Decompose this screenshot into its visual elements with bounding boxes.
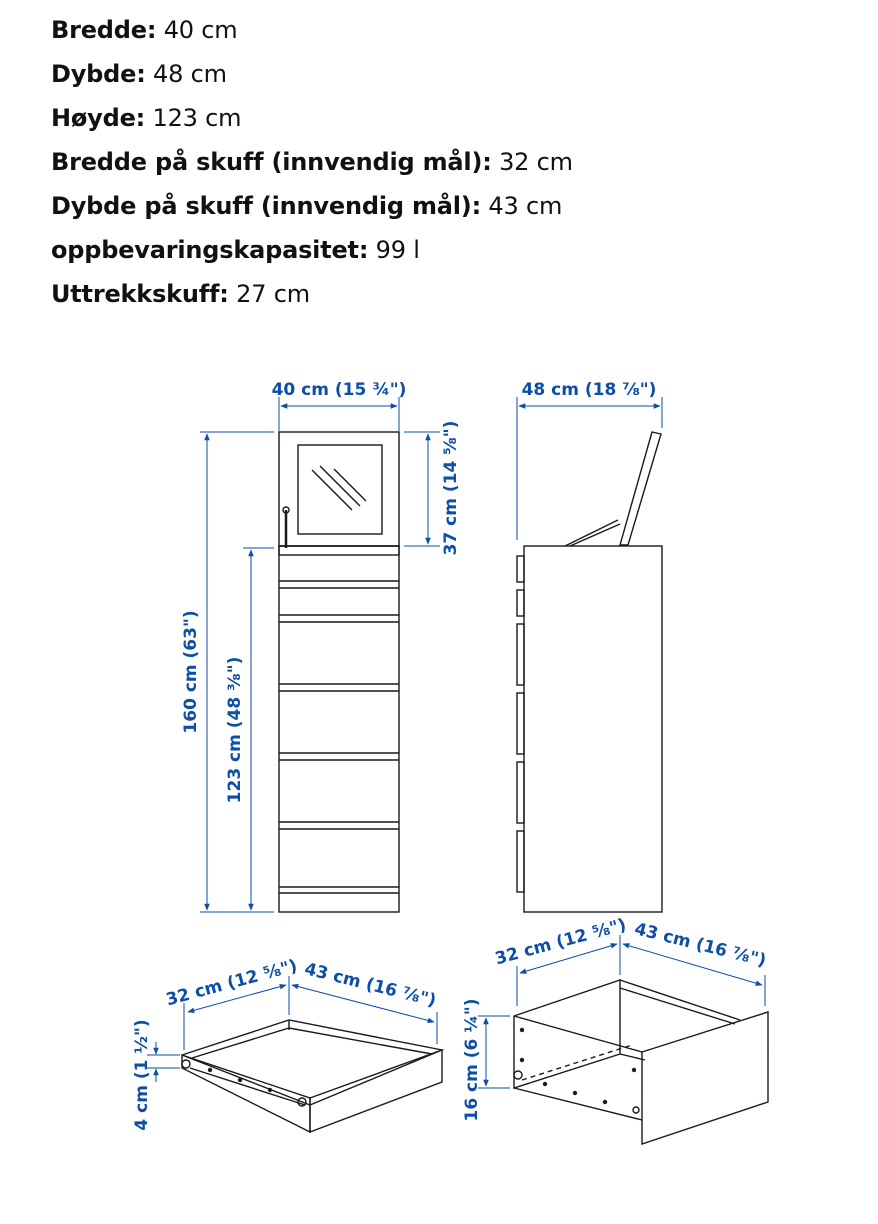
small-drawer	[181, 1019, 445, 1134]
mirror-reflection-2	[319, 465, 361, 507]
large-drawer-dimension-lines	[478, 935, 766, 1089]
spec-drawer-width: Bredde på skuff (innvendig mål): 32 cm	[51, 148, 573, 176]
side-mirror-strut	[564, 519, 619, 547]
total-height-label: 160 cm (63")	[181, 610, 201, 733]
chest-body	[278, 545, 400, 913]
side-drawer-front	[516, 692, 525, 755]
side-drawer-front	[516, 589, 525, 617]
large-drawer-height-label: 16 cm (6 ¼")	[462, 998, 482, 1121]
small-drawer-dimension-lines	[147, 976, 438, 1082]
side-drawer-front	[516, 830, 525, 893]
side-drawer-front	[516, 623, 525, 686]
spec-list: Bredde: 40 cm Dybde: 48 cm Høyde: 123 cm…	[51, 8, 573, 316]
small-drawer-height-label: 4 cm (1 ½")	[132, 1019, 152, 1130]
spec-pullout-drawer: Uttrekkskuff: 27 cm	[51, 280, 310, 308]
large-drawer-back-edge	[619, 979, 741, 1021]
large-drawer-wheel	[513, 1070, 523, 1080]
small-drawer-front-panel	[309, 1049, 443, 1134]
mirror-hinge	[282, 506, 290, 514]
mirror-frame	[278, 431, 400, 547]
large-drawer-bottom-edge	[619, 1053, 646, 1061]
large-drawer-top-edge	[513, 1015, 643, 1053]
small-drawer-runner	[189, 1067, 306, 1106]
large-drawer	[513, 979, 769, 1145]
side-depth-label: 48 cm (18 ⅞")	[522, 380, 657, 400]
small-drawer-depth-label: 43 cm (16 ⅞")	[302, 959, 438, 1011]
small-drawer-width-label: 32 cm (12 ⅝")	[164, 956, 299, 1010]
side-dimension-lines	[516, 397, 663, 540]
front-width-label: 40 cm (15 ¾")	[272, 380, 407, 400]
large-drawer-depth-label: 43 cm (16 ⅞")	[632, 919, 768, 971]
front-view	[278, 431, 400, 913]
side-drawer-front	[516, 555, 525, 583]
small-drawer-wheel	[181, 1059, 191, 1069]
chest-top	[278, 545, 400, 556]
large-drawer-wheel	[632, 1106, 640, 1114]
large-drawer-front-panel	[641, 1011, 769, 1145]
spec-storage-capacity: oppbevaringskapasitet: 99 l	[51, 236, 420, 264]
small-drawer-inner-edge	[191, 1027, 433, 1059]
side-view	[516, 431, 663, 913]
small-drawer-wheel	[297, 1097, 307, 1107]
spec-height: Høyde: 123 cm	[51, 104, 242, 132]
side-mirror-strut	[569, 523, 621, 547]
large-drawer-side-panel	[513, 979, 621, 1089]
side-drawer-front	[516, 761, 525, 824]
mirror-reflection-3	[333, 468, 367, 502]
body-height-label: 123 cm (48 ⅜")	[225, 657, 245, 804]
side-mirror	[619, 431, 662, 546]
mirror-glass	[297, 444, 383, 535]
large-drawer-hidden-edge	[521, 1044, 633, 1081]
small-drawer-side-panel	[181, 1054, 311, 1134]
large-drawer-back-inner	[619, 987, 736, 1025]
mirror-height-label: 37 cm (14 ⅝")	[441, 421, 461, 556]
front-dimension-lines	[200, 397, 440, 913]
mirror-reflection-1	[311, 469, 353, 511]
spec-drawer-depth: Dybde på skuff (innvendig mål): 43 cm	[51, 192, 563, 220]
spec-depth: Dybde: 48 cm	[51, 60, 227, 88]
spec-width: Bredde: 40 cm	[51, 16, 238, 44]
large-drawer-bottom-front	[513, 1087, 643, 1121]
side-body	[523, 545, 663, 913]
